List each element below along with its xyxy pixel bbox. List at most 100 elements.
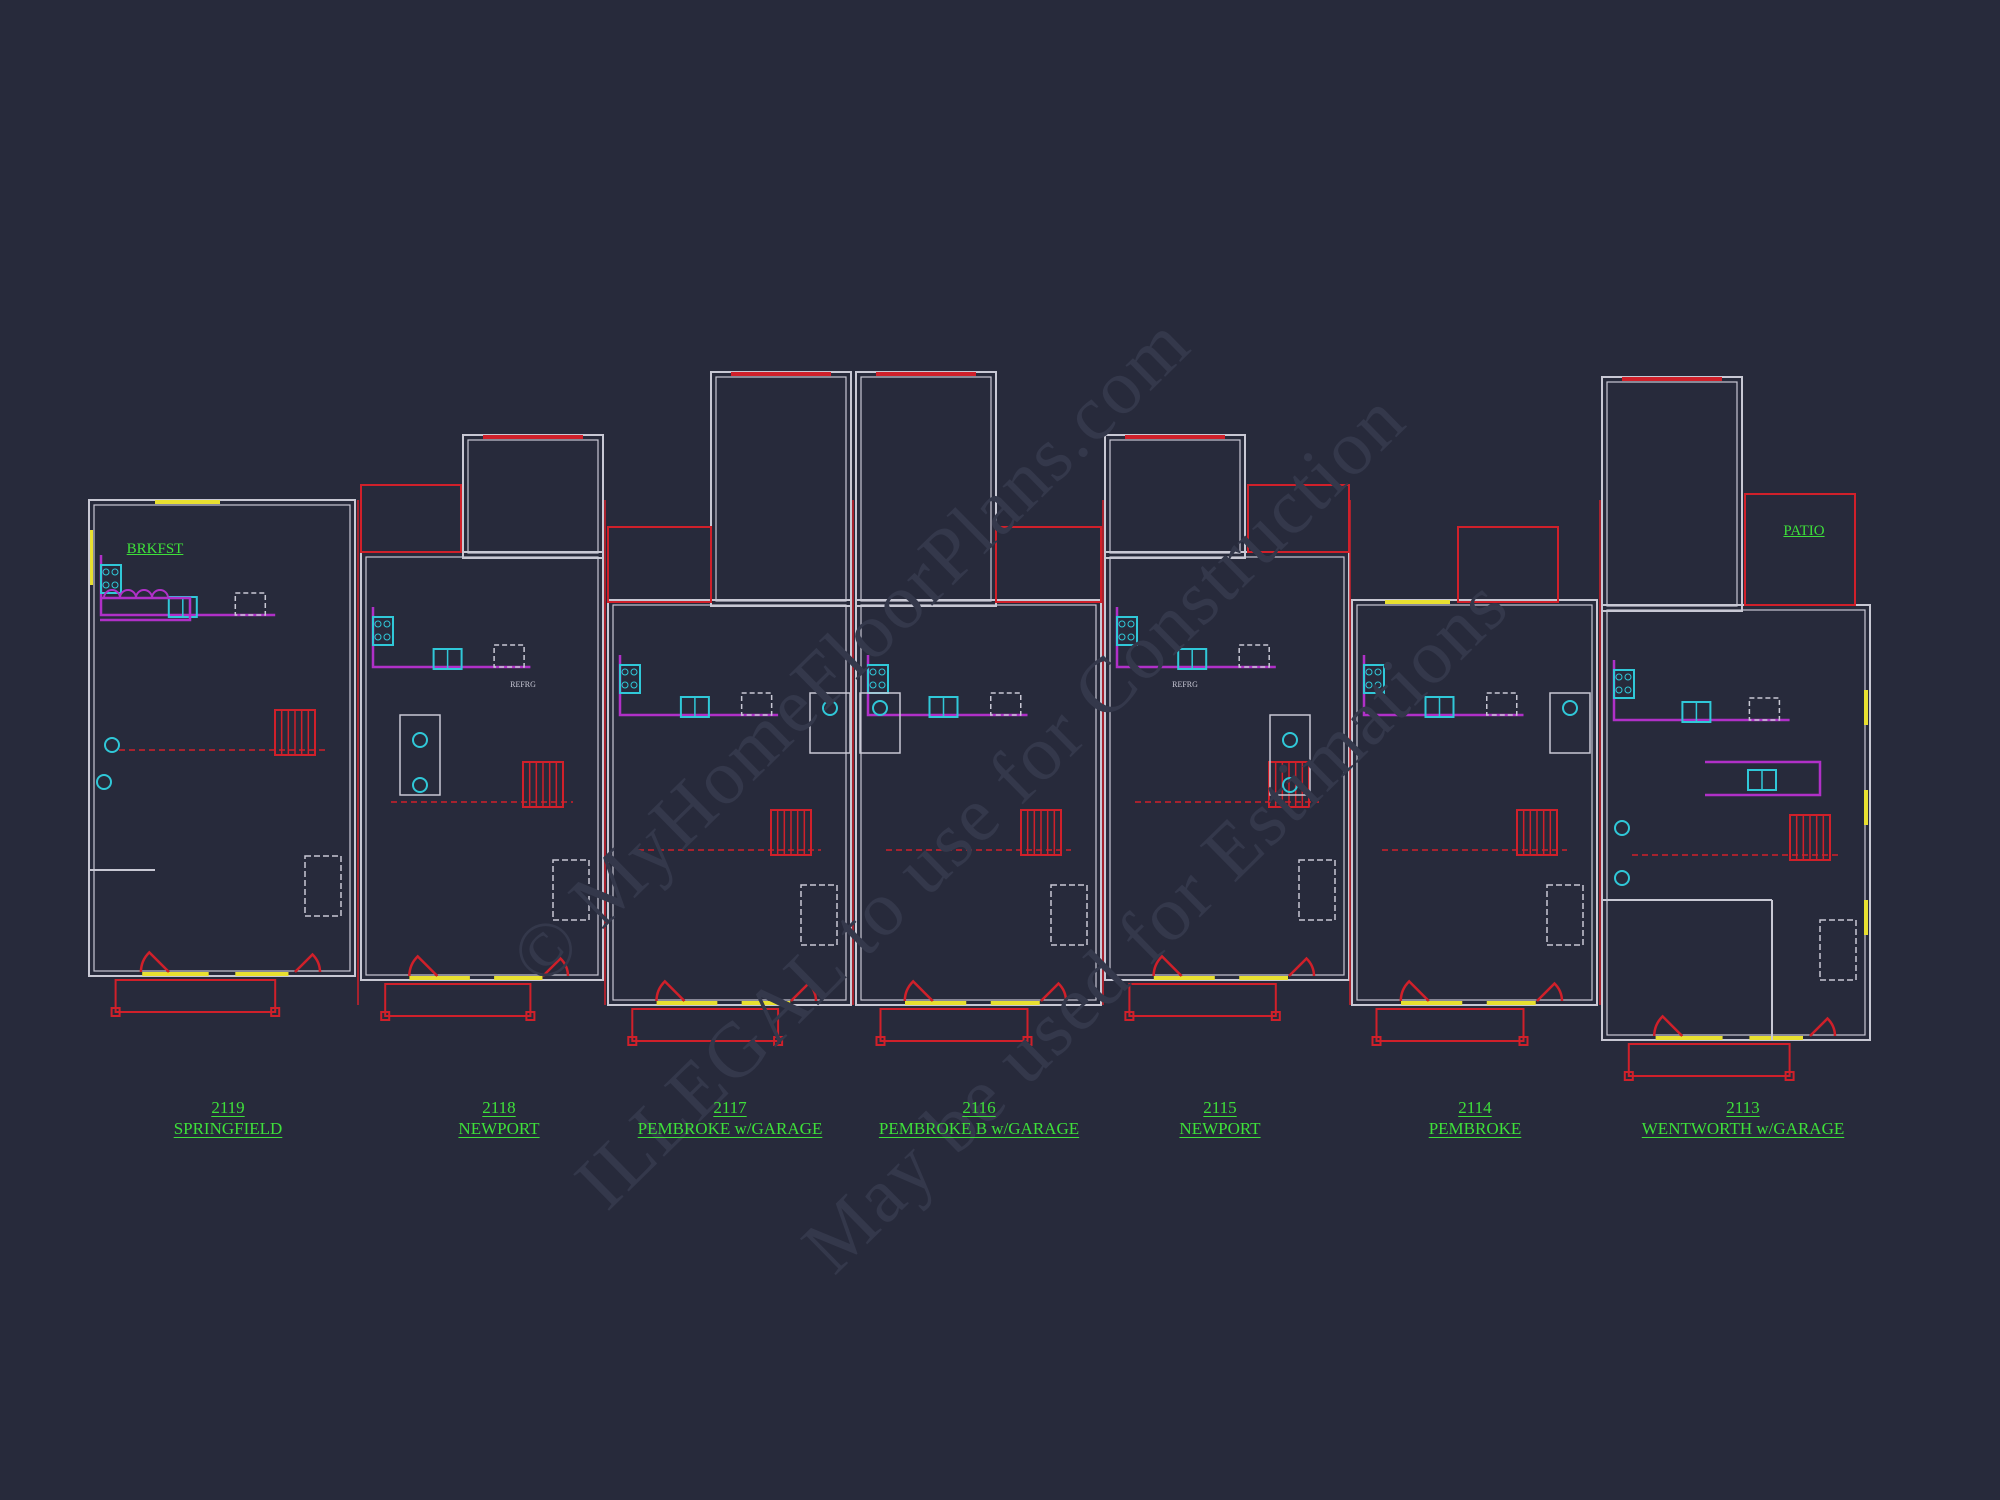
porch-post (773, 1036, 784, 1046)
porch-post (1784, 1071, 1795, 1081)
bath-wall (399, 714, 441, 796)
burner-icon (1615, 686, 1623, 694)
toilet-icon (412, 732, 428, 748)
unit-2115-porch (1128, 983, 1277, 1017)
unit-2118-kitchen-counter (371, 607, 531, 669)
bath-wall (859, 692, 901, 754)
unit-2113-island (1705, 760, 1822, 797)
unit-2113-kitchen-counter (1612, 660, 1790, 722)
unit-2118-porch (384, 983, 532, 1017)
unit-number: 2117 (713, 1098, 747, 1117)
unit-2117-rear-deck (607, 526, 712, 603)
unit-2119-rear-door-icon (294, 952, 322, 973)
porch-post (1371, 1036, 1382, 1046)
toilet-icon (872, 700, 888, 716)
unit-2113-toilet-icon (1614, 820, 1630, 836)
unit-name: WENTWORTH w/GARAGE (1641, 1119, 1845, 1138)
unit-2116-front-door-icon (903, 979, 934, 1002)
burner-icon (621, 668, 629, 676)
unit-2116-rear-door-icon (1040, 981, 1068, 1002)
unit-2116-rear-deck (995, 526, 1102, 603)
unit-name: NEWPORT (1179, 1119, 1261, 1138)
room-label-brkfst: BRKFST (126, 541, 184, 557)
unit-2113-rear-door-icon (1809, 1016, 1837, 1037)
burner-icon (878, 668, 886, 676)
unit-2116-fireplace (1050, 884, 1088, 946)
burner-icon (1624, 673, 1632, 681)
unit-2115-rear-door-icon (1288, 956, 1316, 977)
unit-2114-rear-door-icon (1536, 981, 1564, 1002)
unit-2119-side-wall (88, 500, 155, 871)
unit-2118-range-icon (372, 616, 394, 646)
toilet-icon (412, 777, 428, 793)
unit-number: 2115 (1203, 1098, 1237, 1117)
unit-2118-rear-door-icon (542, 956, 570, 977)
unit-2117-bay-inner (715, 376, 847, 602)
unit-2117-walls (607, 599, 852, 1006)
toilet-icon (1562, 700, 1578, 716)
unit-2116-walls (855, 599, 1102, 1006)
unit-2118-bay (462, 434, 604, 559)
unit-2119-walls-inner (93, 504, 351, 972)
unit-2114-walls-inner (1356, 604, 1593, 1001)
unit-2114-fireplace (1546, 884, 1584, 946)
burner-icon (383, 633, 391, 641)
unit-number: 2114 (1458, 1098, 1492, 1117)
unit-2115-walls (1104, 551, 1350, 981)
burner-icon (374, 633, 382, 641)
unit-2119-front-door-icon (139, 950, 170, 973)
burner-icon (1127, 620, 1135, 628)
unit-2113-bay-inner (1606, 381, 1738, 607)
unit-2116-bay-inner (860, 376, 992, 602)
unit-2119-toilet-icon (104, 737, 120, 753)
porch-post (380, 1011, 391, 1021)
unit-2113-fireplace (1819, 919, 1857, 981)
porch-post (1623, 1071, 1634, 1081)
unit-number: 2118 (482, 1098, 516, 1117)
unit-2116-appliance (990, 692, 1022, 716)
burner-icon (869, 668, 877, 676)
room-label-patio: PATIO (1783, 523, 1825, 539)
unit-2119-kitchen-counter (99, 555, 276, 617)
bar-stool-icon (151, 589, 169, 599)
porch-post (1124, 1011, 1135, 1021)
toilet-icon (822, 700, 838, 716)
unit-2114-appliance (1486, 692, 1518, 716)
unit-name: SPRINGFIELD (173, 1119, 283, 1138)
unit-number: 2116 (962, 1098, 996, 1117)
burner-icon (869, 681, 877, 689)
unit-name: PEMBROKE B w/GARAGE (878, 1119, 1080, 1138)
toilet-icon (1282, 777, 1298, 793)
unit-2119-appliance (234, 592, 267, 616)
burner-icon (102, 568, 110, 576)
burner-icon (1624, 686, 1632, 694)
unit-name: PEMBROKE w/GARAGE (637, 1119, 823, 1138)
porch-post (875, 1036, 886, 1046)
unit-2117-front-door-icon (655, 979, 686, 1002)
burner-icon (111, 568, 119, 576)
unit-2118-fireplace (552, 859, 590, 921)
unit-2114-range-icon (1363, 664, 1385, 694)
unit-2116-porch (879, 1008, 1029, 1042)
unit-2115-range-icon (1116, 616, 1138, 646)
burner-icon (1374, 681, 1382, 689)
burner-icon (630, 668, 638, 676)
porch-post (1518, 1036, 1529, 1046)
porch-post (1270, 1011, 1281, 1021)
unit-2119-range-icon (100, 564, 122, 594)
unit-2117-range-icon (619, 664, 641, 694)
porch-post (110, 1007, 121, 1017)
porch-post (270, 1007, 281, 1017)
burner-icon (111, 581, 119, 589)
refrg-label-2115: REFRG (1172, 680, 1198, 689)
unit-2117-bay (710, 371, 852, 607)
porch-post (1022, 1036, 1033, 1046)
toilet-icon (1282, 732, 1298, 748)
refrg-label-2118: REFRG (510, 680, 536, 689)
unit-2119-porch (114, 979, 277, 1013)
